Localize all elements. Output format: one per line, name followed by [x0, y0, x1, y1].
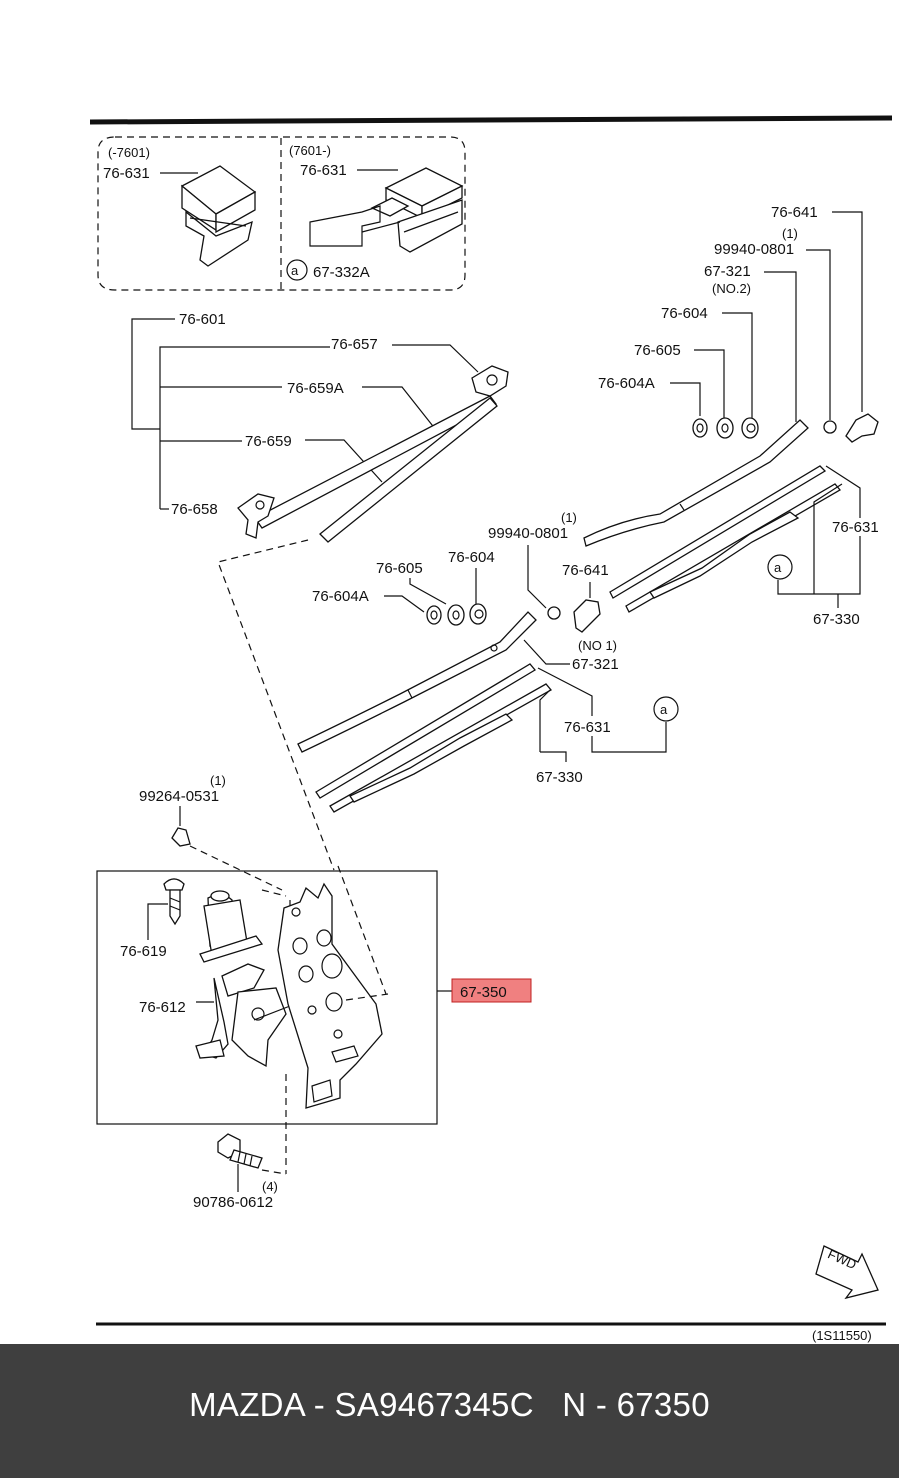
dashed-guide-right — [337, 865, 387, 995]
symbol-a-mid: a — [660, 702, 668, 717]
no2-label: (NO.2) — [712, 281, 751, 296]
callout-76-619: 76-619 — [120, 943, 167, 960]
callout-76-605-top: 76-605 — [634, 342, 681, 359]
callout-76-641-mid: 76-641 — [562, 562, 609, 579]
callout-76-659A: 76-659A — [287, 380, 344, 397]
no1-label: (NO 1) — [578, 638, 617, 653]
symbol-a-right: a — [774, 560, 782, 575]
callout-67-330-mid: 67-330 — [536, 769, 583, 786]
callout-76-604A-top: 76-604A — [598, 375, 655, 392]
qty-1-b: (1) — [561, 510, 577, 525]
new-range-label: (7601-) — [289, 143, 331, 158]
callout-76-601: 76-601 — [179, 311, 226, 328]
callout-67-350[interactable]: 67-350 — [460, 984, 507, 1001]
callout-76-631-old: 76-631 — [103, 165, 150, 182]
middle-hardware: (1) 99940-0801 76-605 76-604 76-604A 76-… — [312, 510, 619, 673]
highlight-box-67-350[interactable] — [451, 978, 532, 1003]
symbol-a-inset: a — [291, 263, 299, 278]
callout-76-605-mid: 76-605 — [376, 560, 423, 577]
callout-76-604A-mid: 76-604A — [312, 588, 369, 605]
wiper-parts-diagram: (-7601) (7601-) 76-631 76-631 a 67-332A — [89, 115, 893, 1343]
figure-id: (1S11550) — [812, 1328, 872, 1343]
callout-99940-0801-top: 99940-0801 — [714, 241, 794, 258]
callout-76-631-mid: 76-631 — [564, 719, 611, 736]
callout-90786-0612: 90786-0612 — [193, 1194, 273, 1211]
top-rule — [89, 115, 893, 125]
dashed-guide-left — [217, 539, 335, 871]
callout-76-604-top: 76-604 — [661, 305, 708, 322]
upper-right-hardware: 76-641 (1) 99940-0801 67-321 (NO.2) 76-6… — [598, 204, 879, 443]
callout-99264-0531: 99264-0531 — [139, 788, 219, 805]
callout-76-659: 76-659 — [245, 433, 292, 450]
motor-assembly-box: 76-619 76-612 — [96, 870, 438, 1174]
blade-refill-old — [180, 165, 257, 267]
callout-76-658: 76-658 — [171, 501, 218, 518]
qty-1-a: (1) — [782, 226, 798, 241]
part-number-caption: MAZDA - SA9467345C N - 67350 — [189, 1386, 710, 1423]
wiper-arm-no1: 76-631 a 67-330 — [297, 611, 679, 813]
qty-4: (4) — [262, 1179, 278, 1194]
fwd-arrow-icon: FWD — [815, 1245, 879, 1300]
blade-variant-inset: (-7601) (7601-) 76-631 76-631 a 67-332A — [97, 136, 466, 291]
old-range-label: (-7601) — [108, 145, 150, 160]
callout-76-657: 76-657 — [331, 336, 378, 353]
callout-67-332A: 67-332A — [313, 264, 370, 281]
callout-76-631-new: 76-631 — [300, 162, 347, 179]
blade-refill-new — [370, 167, 464, 253]
callout-99940-0801-mid: 99940-0801 — [488, 525, 568, 542]
bolt-90786: (4) 90786-0612 — [193, 1133, 287, 1211]
callout-67-330-right: 67-330 — [813, 611, 860, 628]
callout-67-321-top: 67-321 — [704, 263, 751, 280]
callout-67-321-mid: 67-321 — [572, 656, 619, 673]
wiper-arm-no2: 76-631 a 67-330 — [583, 419, 879, 628]
callout-67-350-group[interactable]: 67-350 — [437, 978, 532, 1003]
qty-1-c: (1) — [210, 773, 226, 788]
part-number-footer: MAZDA - SA9467345C N - 67350 — [0, 1344, 899, 1478]
callout-76-612: 76-612 — [139, 999, 186, 1016]
clip-99264: (1) 99264-0531 — [139, 773, 283, 891]
wiper-linkage: 76-601 76-657 76-659A 76-659 76-658 — [131, 311, 509, 543]
callout-76-641-top: 76-641 — [771, 204, 818, 221]
callout-76-604-mid: 76-604 — [448, 549, 495, 566]
callout-76-631-right: 76-631 — [832, 519, 879, 536]
